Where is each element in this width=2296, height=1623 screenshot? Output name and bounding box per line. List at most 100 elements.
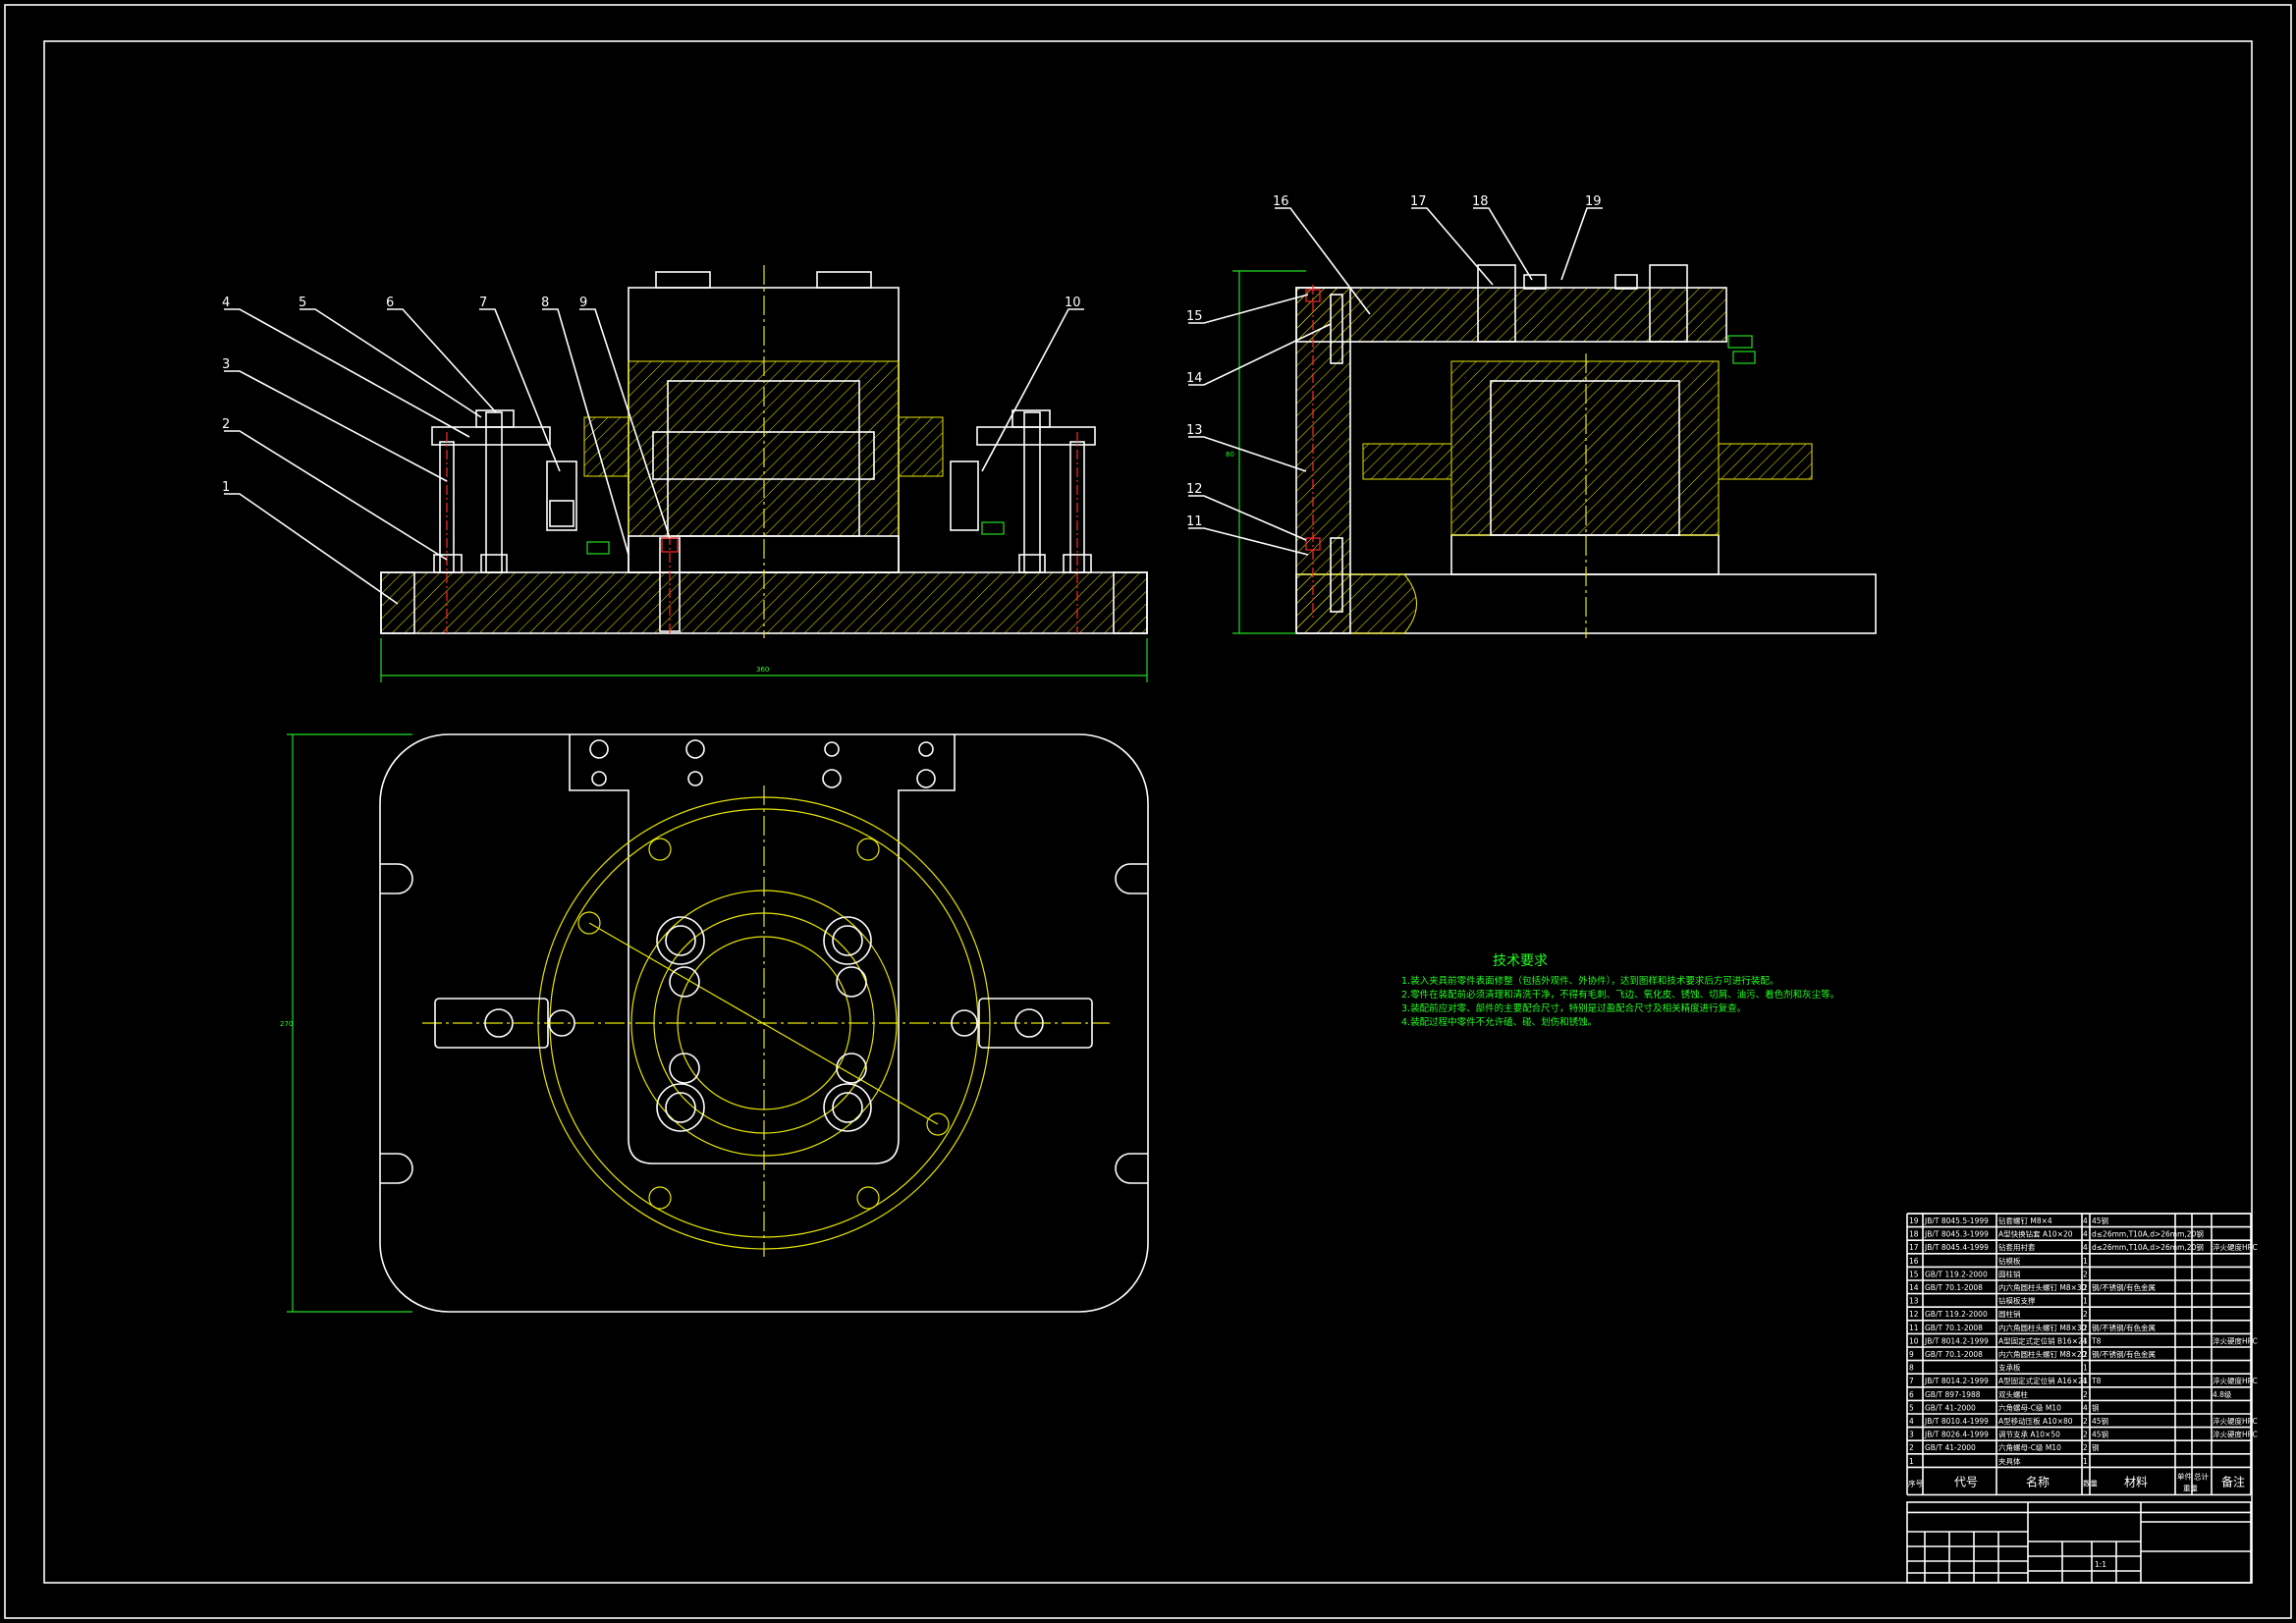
bom-row-19-no: 19 xyxy=(1909,1217,1919,1225)
bom-row-14-no: 14 xyxy=(1909,1283,1919,1292)
bom-header-material: 材料 xyxy=(2124,1475,2148,1488)
balloon-4: 4 xyxy=(222,296,230,310)
tech-line-1: 1.装入夹具前零件表面修整（包括外观件、外协件），达到图样和技术要求后方可进行装… xyxy=(1401,975,1778,987)
bom-row-17-note: 淬火硬度HRC xyxy=(2213,1242,2258,1252)
top-dimension-text: 270 xyxy=(280,1020,293,1028)
bom-row-18-qty: 4 xyxy=(2083,1230,2088,1239)
inner-border xyxy=(43,40,2253,1584)
balloon-18: 18 xyxy=(1472,194,1489,209)
bom-row-4-no: 4 xyxy=(1909,1417,1914,1426)
bom-row-12-qty: 2 xyxy=(2083,1310,2088,1319)
bom-row-5-code: GB/T 41-2000 xyxy=(1925,1403,1976,1412)
technical-requirements: 技术要求 1.装入夹具前零件表面修整（包括外观件、外协件），达到图样和技术要求后… xyxy=(1401,953,1839,1028)
bom-row-16-qty: 1 xyxy=(2083,1257,2088,1266)
bom-row-12-no: 12 xyxy=(1909,1310,1919,1319)
balloon-19: 19 xyxy=(1585,194,1602,209)
title-block: 1:1 xyxy=(1906,1501,2252,1584)
balloon-6: 6 xyxy=(386,296,394,310)
bom-row-7-qty: 1 xyxy=(2083,1377,2088,1385)
bom-row-7-material: T8 xyxy=(2091,1377,2102,1385)
bom-header-code: 代号 xyxy=(1954,1475,1978,1488)
bom-row-2-name: 六角螺母-C级 M10 xyxy=(1998,1442,2061,1452)
bom-row-8-qty: 1 xyxy=(2083,1364,2088,1373)
bom-row-14-material: 钢/不锈钢/有色金属 xyxy=(2092,1282,2156,1292)
bom-row-2-material: 钢 xyxy=(2092,1442,2100,1452)
bom-row-1-name: 夹具体 xyxy=(1998,1456,2021,1466)
bom-row-19-name: 钻套螺钉 M8×4 xyxy=(1998,1216,2052,1225)
bom-row-15-qty: 2 xyxy=(2083,1270,2088,1278)
bom-row-15-no: 15 xyxy=(1909,1270,1919,1278)
bom-row-6-name: 双头螺柱 xyxy=(1998,1389,2028,1399)
scale-text: 1:1 xyxy=(2095,1560,2106,1569)
bom-row-10-no: 10 xyxy=(1909,1336,1919,1345)
bom-row-19-code: JB/T 8045.5-1999 xyxy=(1924,1217,1989,1225)
outer-border xyxy=(4,4,2292,1619)
bom-row-3-code: JB/T 8026.4-1999 xyxy=(1924,1431,1989,1439)
bom-row-18-code: JB/T 8045.3-1999 xyxy=(1924,1230,1989,1239)
bom-row-4-material: 45钢 xyxy=(2092,1416,2108,1426)
balloon-16: 16 xyxy=(1273,194,1289,209)
bom-row-5-material: 钢 xyxy=(2092,1402,2100,1412)
bom-row-4-note: 淬火硬度HRC xyxy=(2213,1416,2258,1426)
bom-row-18-name: A型快换钻套 A10×20 xyxy=(1998,1229,2073,1239)
bom-row-3-name: 调节支承 A10×50 xyxy=(1998,1430,2060,1439)
bom-row-4-qty: 2 xyxy=(2083,1417,2088,1426)
bom-row-17-code: JB/T 8045.4-1999 xyxy=(1924,1243,1989,1252)
bom-row-5-name: 六角螺母-C级 M10 xyxy=(1998,1402,2061,1412)
tech-title: 技术要求 xyxy=(1493,953,1548,969)
bom-row-3-material: 45钢 xyxy=(2092,1430,2108,1439)
balloon-17: 17 xyxy=(1410,194,1427,209)
balloon-9: 9 xyxy=(579,296,587,310)
bom-row-9-qty: 2 xyxy=(2083,1350,2088,1359)
bom-row-16-no: 16 xyxy=(1909,1257,1919,1266)
bom-row-5-no: 5 xyxy=(1909,1403,1914,1412)
bom-row-10-name: A型固定式定位销 B16×24 xyxy=(1998,1335,2088,1345)
tech-line-3: 3.装配前应对零、部件的主要配合尺寸，特别是过盈配合尺寸及相关精度进行复查。 xyxy=(1401,1002,1746,1014)
bom-row-10-qty: 1 xyxy=(2083,1336,2088,1345)
bom-row-10-note: 淬火硬度HRC xyxy=(2213,1335,2258,1345)
bom-row-8-name: 支承板 xyxy=(1998,1363,2021,1373)
side-view: 80 16 17 18 19 15 14 13 12 11 xyxy=(1186,194,1877,638)
bom-row-1-qty: 1 xyxy=(2083,1457,2088,1466)
bom-row-6-qty: 2 xyxy=(2083,1390,2088,1399)
front-view: 360 4 5 6 7 8 9 10 3 2 1 xyxy=(222,265,1148,682)
bom-row-3-note: 淬火硬度HRC xyxy=(2213,1430,2258,1439)
bom-row-1-no: 1 xyxy=(1909,1457,1914,1466)
balloon-8: 8 xyxy=(541,296,549,310)
tech-line-2: 2.零件在装配前必须清理和清洗干净，不得有毛刺、飞边、氧化皮、锈蚀、切屑、油污、… xyxy=(1401,989,1839,1001)
bom-row-12-code: GB/T 119.2-2000 xyxy=(1925,1310,1988,1319)
balloon-11: 11 xyxy=(1186,514,1203,529)
balloon-12: 12 xyxy=(1186,482,1203,497)
bom-row-11-material: 钢/不锈钢/有色金属 xyxy=(2092,1323,2156,1332)
balloon-1: 1 xyxy=(222,480,230,495)
bom-row-2-no: 2 xyxy=(1909,1443,1914,1452)
bom-row-17-qty: 4 xyxy=(2083,1243,2088,1252)
bom-row-12-name: 圆柱销 xyxy=(1998,1309,2021,1319)
balloon-10: 10 xyxy=(1065,296,1081,310)
bom-row-9-code: GB/T 70.1-2008 xyxy=(1925,1350,1983,1359)
bom-row-9-no: 9 xyxy=(1909,1350,1914,1359)
bom-row-2-code: GB/T 41-2000 xyxy=(1925,1443,1976,1452)
bom-row-13-no: 13 xyxy=(1909,1297,1919,1306)
bom-row-17-no: 17 xyxy=(1909,1243,1919,1252)
bom-row-16-name: 钻模板 xyxy=(1998,1256,2021,1266)
bom-row-6-no: 6 xyxy=(1909,1390,1914,1399)
bom-row-11-no: 11 xyxy=(1909,1324,1919,1332)
bom-row-11-qty: 2 xyxy=(2083,1324,2088,1332)
bom-row-11-name: 内六角圆柱头螺钉 M8×30 xyxy=(1998,1323,2087,1332)
bom-row-14-qty: 2 xyxy=(2083,1283,2088,1292)
top-view: 270 xyxy=(280,733,1149,1313)
bom-row-15-code: GB/T 119.2-2000 xyxy=(1925,1270,1988,1278)
bom-row-18-material: d≤26mm,T10A,d>26mm,20钢 xyxy=(2092,1229,2204,1239)
bom-header-unit: 单件 xyxy=(2177,1471,2193,1481)
bom-row-19-qty: 4 xyxy=(2083,1217,2088,1225)
bom-header-qty: 数量 xyxy=(2083,1478,2099,1488)
side-dimension-text: 80 xyxy=(1226,451,1234,459)
bom-row-9-name: 内六角圆柱头螺钉 M8×20 xyxy=(1998,1349,2087,1359)
bom-row-4-code: JB/T 8010.4-1999 xyxy=(1924,1417,1989,1426)
bom-row-10-material: T8 xyxy=(2091,1336,2102,1345)
bom-row-3-no: 3 xyxy=(1909,1431,1914,1439)
balloon-7: 7 xyxy=(479,296,487,310)
bom-row-6-note: 4.8级 xyxy=(2213,1389,2232,1399)
bom-row-7-name: A型固定式定位销 A16×24 xyxy=(1998,1376,2088,1385)
